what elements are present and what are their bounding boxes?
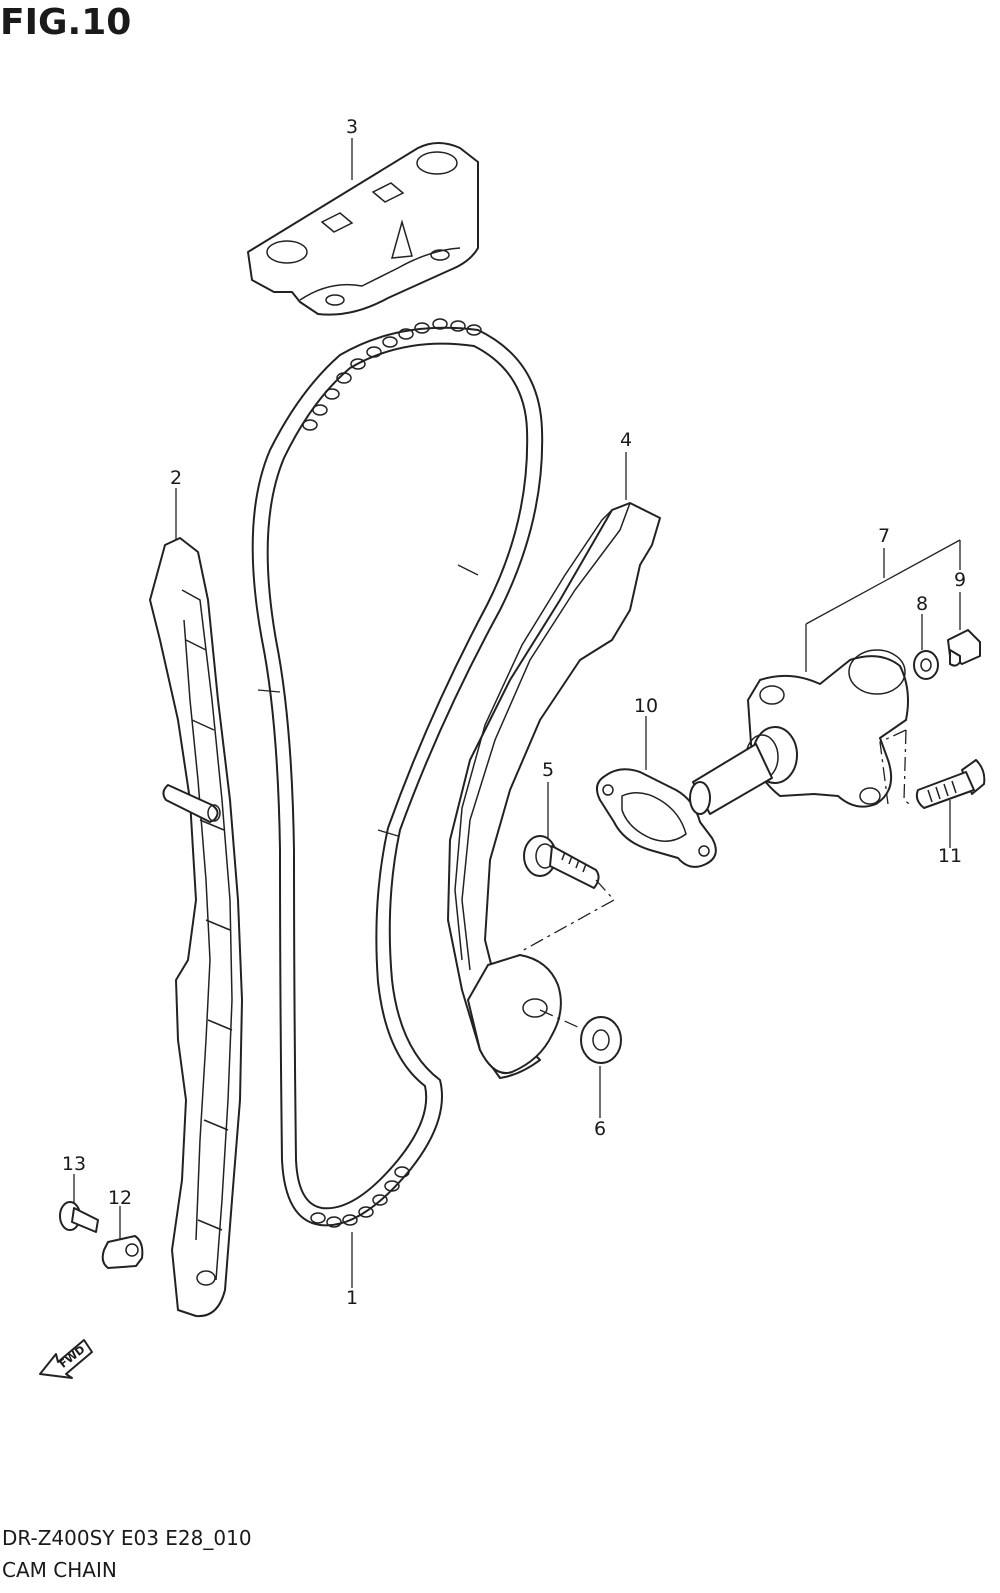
part-3-chain-guide[interactable]	[247, 142, 479, 316]
callout-2: 2	[170, 467, 182, 489]
callout-11: 11	[938, 845, 962, 867]
figure-title: FIG.10	[0, 2, 132, 43]
part-1-cam-chain[interactable]	[251, 318, 544, 1228]
part-12-plate[interactable]	[101, 1235, 144, 1269]
part-2-tension-guide[interactable]	[149, 537, 243, 1318]
callout-5: 5	[542, 759, 554, 781]
part-6-washer[interactable]	[580, 1016, 622, 1064]
part-7-tensioner-adjuster[interactable]	[689, 649, 909, 815]
leader-lines	[73, 138, 961, 1288]
part-5-guide-bolt[interactable]	[523, 835, 600, 889]
callout-4: 4	[620, 429, 632, 451]
callout-10: 10	[634, 695, 658, 717]
part-9-plug-bolt[interactable]	[947, 629, 981, 667]
part-11-bolt[interactable]	[915, 759, 986, 809]
model-code: DR-Z400SY E03 E28_010	[2, 1526, 252, 1550]
callout-1: 1	[346, 1287, 358, 1309]
callout-9: 9	[954, 569, 966, 591]
callout-labels: 1 2 3 4 5 6 7 8 9 10 11 12 13	[62, 116, 966, 1309]
section-name: CAM CHAIN	[2, 1558, 117, 1582]
part-8-washer[interactable]	[913, 650, 939, 680]
callout-6: 6	[594, 1118, 606, 1140]
callout-8: 8	[916, 593, 928, 615]
fwd-arrow-icon: FWD	[39, 1339, 93, 1379]
callout-7: 7	[878, 525, 890, 547]
part-13-screw[interactable]	[59, 1201, 99, 1233]
callout-13: 13	[62, 1153, 86, 1175]
part-10-gasket[interactable]	[595, 768, 717, 868]
part-4-chain-guide[interactable]	[447, 502, 661, 1079]
callout-12: 12	[108, 1187, 132, 1209]
callout-3: 3	[346, 116, 358, 138]
